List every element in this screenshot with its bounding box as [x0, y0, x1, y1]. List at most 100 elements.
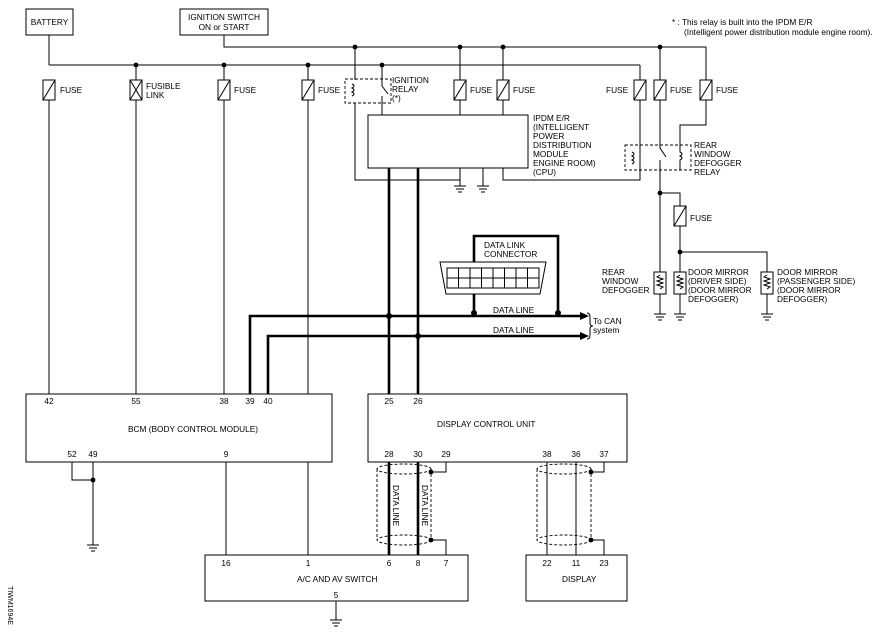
dcu-pin-25: 25	[384, 396, 394, 406]
shielded-data-lines: DATA LINE DATA LINE	[376, 462, 447, 555]
bcm-pin-52: 52	[67, 449, 77, 459]
dcu-pin-29: 29	[441, 449, 451, 459]
fuse-ipdm-2: FUSE	[496, 79, 536, 101]
dcu-pin-36: 36	[571, 449, 581, 459]
fuse-label: FUSE	[60, 85, 83, 95]
fuse-label: FUSE	[606, 85, 629, 95]
bcm-pin-38: 38	[219, 396, 229, 406]
bcm-pin-39: 39	[245, 396, 255, 406]
ignition-relay: IGNITION RELAY (*)	[344, 75, 429, 104]
bcm-pin-55: 55	[131, 396, 141, 406]
door-mirror-passenger-label-4: DEFOGGER)	[777, 294, 827, 304]
bcm-pin-40: 40	[263, 396, 273, 406]
rear-window-defogger-label-2: WINDOW	[602, 276, 639, 286]
bcm-ground	[71, 462, 99, 552]
battery-block: BATTERY	[25, 8, 74, 36]
ac-av-pin-5: 5	[334, 590, 339, 600]
defogger-relay-label-1: REAR	[694, 140, 717, 150]
dcu-pin-28: 28	[384, 449, 394, 459]
ipdm-label-5: MODULE	[533, 149, 569, 159]
shielded-display-lines	[536, 462, 605, 555]
ac-av-switch-block: A/C AND AV SWITCH 16 1 6 8 7 5	[204, 554, 469, 602]
bcm-block: BCM (BODY CONTROL MODULE) 42 55 38 39 40…	[25, 393, 333, 463]
door-mirror-passenger-label-1: DOOR MIRROR	[777, 267, 838, 277]
bcm-pin-9: 9	[224, 449, 229, 459]
fuse-label: FUSE	[670, 85, 693, 95]
fuse-label: FUSE	[470, 85, 493, 95]
rear-window-defogger-label-3: DEFOGGER	[602, 285, 649, 295]
ipdm-block: IPDM E/R (INTELLIGENT POWER DISTRIBUTION…	[367, 113, 596, 177]
data-line-label-h: DATA LINE	[493, 305, 535, 315]
ac-av-pin-16: 16	[221, 558, 231, 568]
ignition-relay-label-3: (*)	[392, 93, 401, 103]
rear-window-defogger: REAR WINDOW DEFOGGER	[602, 267, 667, 321]
fuse-defogger-1: FUSE	[653, 79, 693, 101]
rear-window-defogger-label-1: REAR	[602, 267, 625, 277]
ipdm-label-3: POWER	[533, 131, 564, 141]
data-line-label-l: DATA LINE	[493, 325, 535, 335]
fusible-link: FUSIBLE LINK	[129, 79, 181, 101]
ignition-switch-block: IGNITION SWITCH ON or START	[179, 8, 269, 36]
bcm-power-feeds	[48, 100, 309, 555]
display-pin-22: 22	[542, 558, 552, 568]
ipdm-relay-control-wire	[502, 100, 641, 181]
dcu-pin-26: 26	[413, 396, 423, 406]
fuse-defogger-relay: FUSE	[606, 79, 647, 101]
to-can-label-2: system	[593, 325, 619, 335]
ac-av-pin-8: 8	[416, 558, 421, 568]
bcm-pin-42: 42	[44, 396, 54, 406]
rear-window-defogger-relay: REAR WINDOW DEFOGGER RELAY	[624, 100, 741, 177]
ipdm-label-4: DISTRIBUTION	[533, 140, 592, 150]
door-mirror-passenger-label-3: (DOOR MIRROR	[777, 285, 841, 295]
dcu-pin-30: 30	[413, 449, 423, 459]
door-mirror-defogger-driver: DOOR MIRROR (DRIVER SIDE) (DOOR MIRROR D…	[673, 267, 752, 321]
ac-av-pin-7: 7	[444, 558, 449, 568]
ipdm-grounds	[454, 168, 489, 193]
fuse-bcm-ign: FUSE	[217, 79, 257, 101]
display-control-unit-block: DISPLAY CONTROL UNIT 25 26 28 30 29 38 3…	[367, 393, 628, 463]
fuse-label: FUSE	[234, 85, 257, 95]
dlc-label-1: DATA LINK	[484, 240, 526, 250]
door-mirror-driver-label-2: (DRIVER SIDE)	[688, 276, 747, 286]
display-pin-23: 23	[599, 558, 609, 568]
display-block: DISPLAY 22 11 23	[525, 554, 628, 602]
battery-label: BATTERY	[31, 17, 69, 27]
ipdm-label-2: (INTELLIGENT	[533, 122, 589, 132]
fuse-label: FUSE	[513, 85, 536, 95]
ignition-relay-label-1: IGNITION	[392, 75, 429, 85]
display-pin-11: 11	[572, 558, 581, 568]
bus-junction-dots	[133, 44, 663, 68]
ac-av-pin-1: 1	[306, 558, 311, 568]
door-mirror-driver-label-4: DEFOGGER)	[688, 294, 738, 304]
bcm-pin-49: 49	[88, 449, 98, 459]
data-line-label-v2: DATA LINE	[420, 485, 430, 527]
fuse-label: FUSE	[716, 85, 739, 95]
ipdm-label-1: IPDM E/R	[533, 113, 570, 123]
ac-av-label: A/C AND AV SWITCH	[297, 574, 378, 584]
fuse-ipdm-1: FUSE	[453, 79, 493, 101]
fusible-link-label-1: FUSIBLE	[146, 81, 181, 91]
bcm-label: BCM (BODY CONTROL MODULE)	[128, 424, 258, 434]
ac-av-ground	[330, 601, 342, 627]
diagram-code: TIWM1694E	[6, 586, 13, 625]
dcu-label: DISPLAY CONTROL UNIT	[437, 419, 536, 429]
power-buses	[48, 35, 707, 80]
relay-note-line-2: (Intelligent power distribution module e…	[684, 27, 873, 37]
fuse-label: FUSE	[690, 213, 713, 223]
door-mirror-defogger-passenger: DOOR MIRROR (PASSENGER SIDE) (DOOR MIRRO…	[760, 267, 855, 321]
ignition-relay-wiring	[354, 103, 460, 181]
to-can-label-1: To CAN	[593, 316, 622, 326]
ignition-relay-label-2: RELAY	[392, 84, 419, 94]
ipdm-feed-wires	[459, 100, 504, 115]
ignition-switch-label-1: IGNITION SWITCH	[188, 12, 260, 22]
door-mirror-passenger-label-2: (PASSENGER SIDE)	[777, 276, 855, 286]
dcu-pin-37: 37	[599, 449, 609, 459]
dlc-label-2: CONNECTOR	[484, 249, 537, 259]
ac-av-pin-6: 6	[387, 558, 392, 568]
display-label: DISPLAY	[562, 574, 597, 584]
fuse-ac-av: FUSE	[301, 79, 341, 101]
relay-note-line-1: * : This relay is built into the IPDM E/…	[672, 17, 812, 27]
door-mirror-driver-label-1: DOOR MIRROR	[688, 267, 749, 277]
ignition-switch-label-2: ON or START	[199, 22, 250, 32]
